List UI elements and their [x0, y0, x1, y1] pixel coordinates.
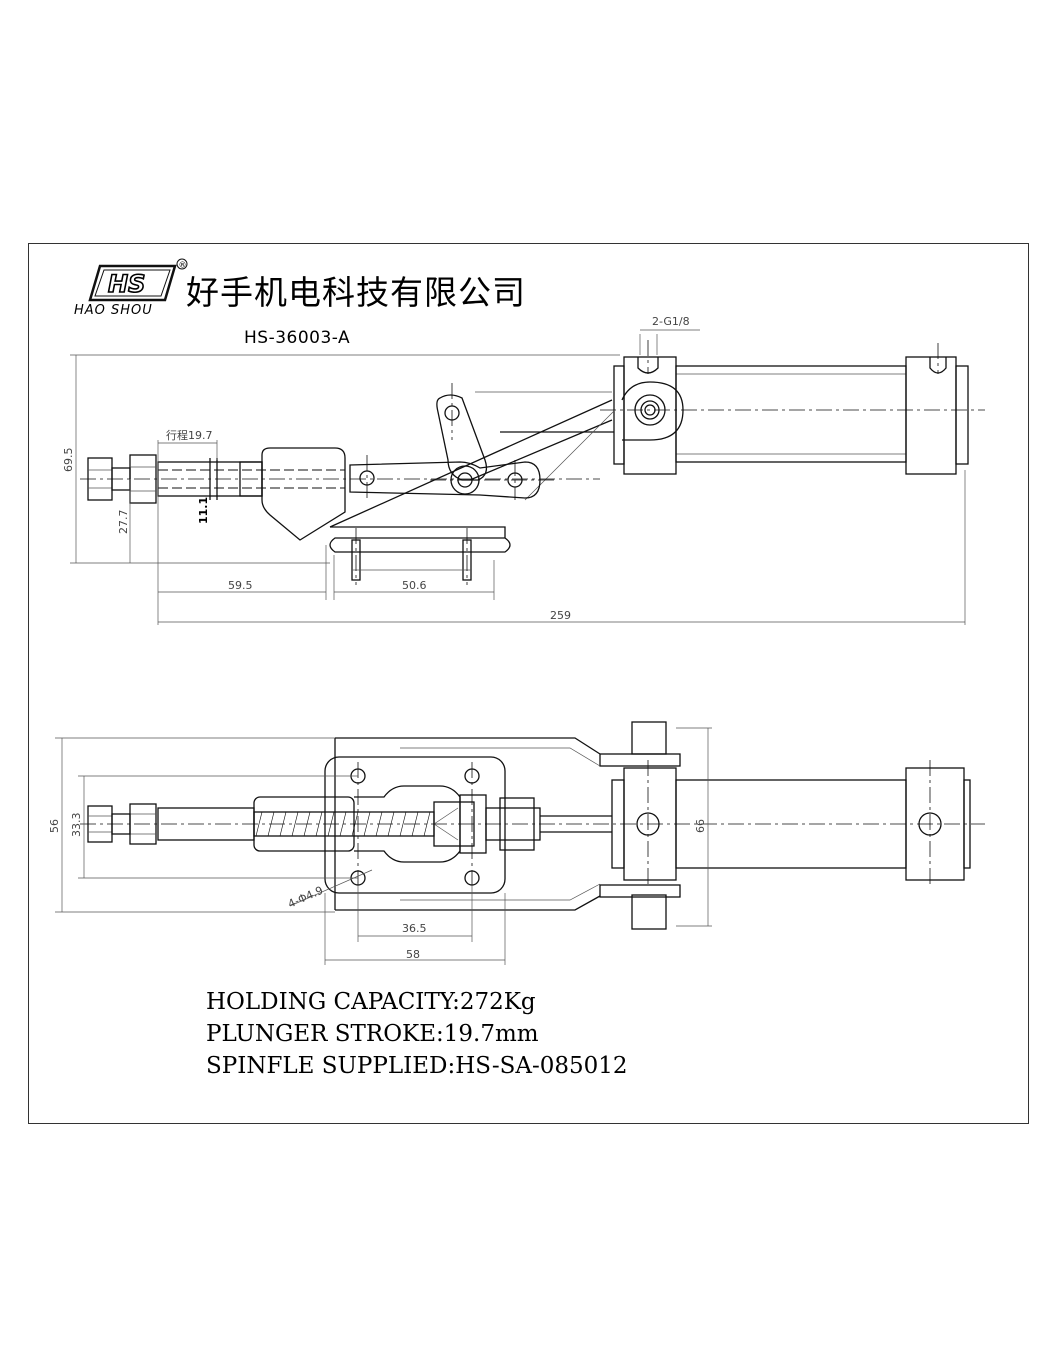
holes-dimension: 4-Φ4.9: [286, 884, 325, 911]
base-width-dimension: 58: [406, 948, 420, 961]
company-name: 好手机电科技有限公司: [186, 273, 526, 312]
cylinder-diameter-dimension: 66: [694, 819, 707, 833]
port-dimension: 2-G1/8: [652, 315, 690, 328]
plan-view: [80, 721, 985, 930]
logo-mark: HS: [108, 270, 145, 298]
side-elevation-view: [80, 340, 985, 585]
spec-plunger-stroke: PLUNGER STROKE:19.7mm: [206, 1021, 539, 1047]
length-b-dimension: 50.6: [402, 579, 427, 592]
base-height-dimension: 27.7: [117, 510, 130, 535]
overall-length-dimension: 259: [550, 609, 571, 622]
stroke-dimension: 行程19.7: [166, 429, 213, 442]
registered-mark: ®: [179, 261, 187, 270]
brand-name: HAO SHOU: [74, 303, 153, 318]
shaft-diameter-dimension: 11.1: [197, 497, 210, 524]
hs-logo: HS ®: [88, 258, 188, 302]
hole-span-y-dimension: 33.3: [70, 813, 83, 838]
side-view-dimensions: 2-G1/8 行程19.7 69.5 27.7 11.1 59.5 50.6 2…: [62, 315, 966, 625]
top-width-dimension: 56: [48, 819, 61, 833]
plan-view-dimensions: 56 33.3 66 4-Φ4.9 36.5 58: [48, 727, 712, 965]
overall-height-dimension: 69.5: [62, 448, 75, 473]
hole-span-x-dimension: 36.5: [402, 922, 427, 935]
model-number: HS-36003-A: [244, 328, 351, 348]
length-a-dimension: 59.5: [228, 579, 253, 592]
spec-holding-capacity: HOLDING CAPACITY:272Kg: [206, 989, 536, 1015]
spec-spindle-supplied: SPINFLE SUPPLIED:HS-SA-085012: [206, 1053, 628, 1079]
drawing-frame: [28, 243, 1029, 1124]
